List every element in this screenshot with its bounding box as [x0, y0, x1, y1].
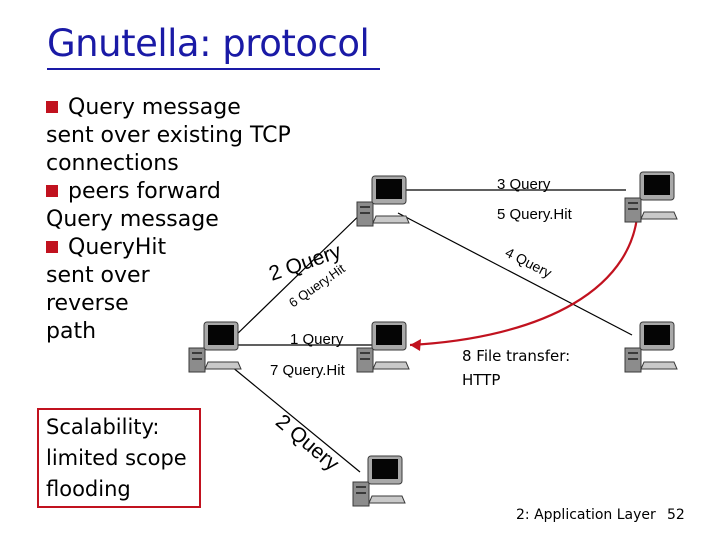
- bullet-3-line-4: path: [46, 319, 97, 344]
- scalability-line-1: Scalability:: [46, 415, 160, 439]
- bullet-1-line-2: sent over existing TCP: [46, 123, 291, 148]
- file-transfer-arrowhead: [410, 339, 421, 351]
- computer-icon: [188, 321, 242, 373]
- link-left-bottom: [225, 361, 361, 473]
- computer-icon: [356, 175, 410, 227]
- bullet-2: peers forward: [46, 178, 291, 206]
- slide-title: Gnutella: protocol: [47, 22, 370, 65]
- bullet-3: QueryHit: [46, 234, 291, 262]
- label-7-queryhit: 7 Query.Hit: [270, 362, 345, 379]
- bullet-1-line-3: connections: [46, 151, 179, 176]
- link-diagonal-right: [397, 212, 633, 336]
- footer-page-number: 52: [667, 507, 685, 523]
- link-left-top: [232, 202, 373, 339]
- computer-icon: [624, 321, 678, 373]
- label-1-query: 1 Query: [290, 331, 344, 348]
- file-transfer-label: 8 File transfer: HTTP: [462, 344, 570, 392]
- file-transfer-line-1: 8 File transfer:: [462, 347, 571, 365]
- square-bullet-icon: [46, 101, 58, 113]
- square-bullet-icon: [46, 185, 58, 197]
- label-3-query: 3 Query: [497, 176, 551, 193]
- footer-chapter: 2: Application Layer: [516, 507, 656, 523]
- computer-icon: [352, 455, 406, 507]
- scalability-text: Scalability: limited scope flooding: [46, 412, 187, 505]
- computer-icon: [356, 321, 410, 373]
- bullet-3-line-2: sent over: [46, 263, 150, 288]
- scalability-line-3: flooding: [46, 477, 131, 501]
- file-transfer-line-2: HTTP: [462, 371, 501, 389]
- title-underline: [47, 68, 380, 70]
- bullet-1: Query message: [46, 94, 291, 122]
- label-5-queryhit: 5 Query.Hit: [497, 206, 572, 223]
- bullet-3-line-3: reverse: [46, 291, 129, 316]
- bullet-2-line-2: Query message: [46, 207, 219, 232]
- scalability-line-2: limited scope: [46, 446, 187, 470]
- scalability-box: [37, 408, 201, 508]
- file-transfer-arc: [409, 199, 640, 347]
- square-bullet-icon: [46, 241, 58, 253]
- bullet-list: Query message sent over existing TCP con…: [46, 94, 291, 346]
- computer-icon: [624, 171, 678, 223]
